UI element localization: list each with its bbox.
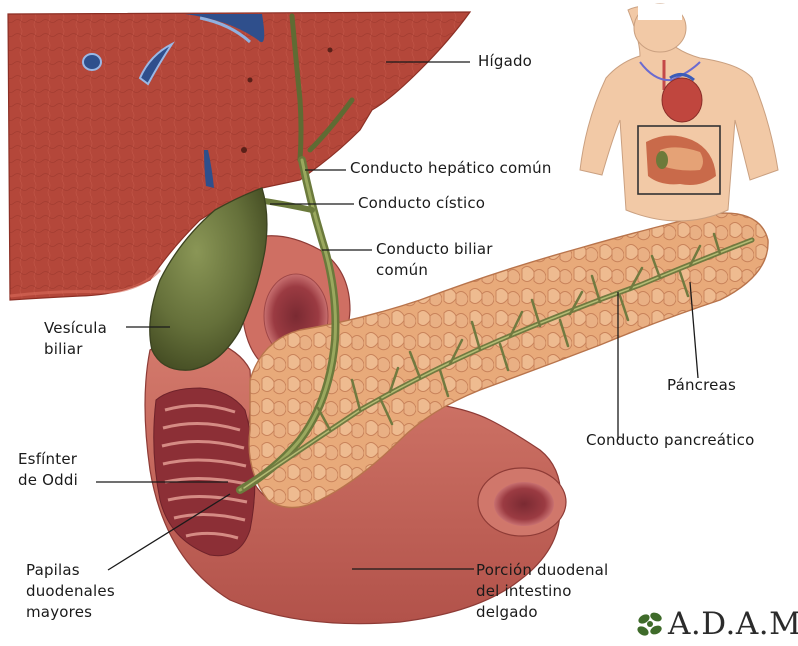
leaf-icon [634,609,668,639]
label-higado: Hígado [478,51,532,72]
torso-inset [580,4,778,221]
label-conducto-biliar: Conducto biliar común [376,239,493,281]
brand-name: A.D.A.M. [668,606,798,642]
label-porcion-duodenal: Porción duodenal del intestino delgado [476,560,608,623]
label-esfinter: Esfínter de Oddi [18,449,78,491]
label-papilas: Papilas duodenales mayores [26,560,115,623]
adam-logo: A.D.A.M. [634,606,798,642]
label-conducto-hepatico: Conducto hepático común [350,158,552,179]
label-vesicula: Vesícula biliar [44,318,107,360]
label-conducto-cistico: Conducto cístico [358,193,485,214]
label-conducto-pancreatico: Conducto pancreático [586,430,754,451]
label-pancreas: Páncreas [667,375,736,396]
